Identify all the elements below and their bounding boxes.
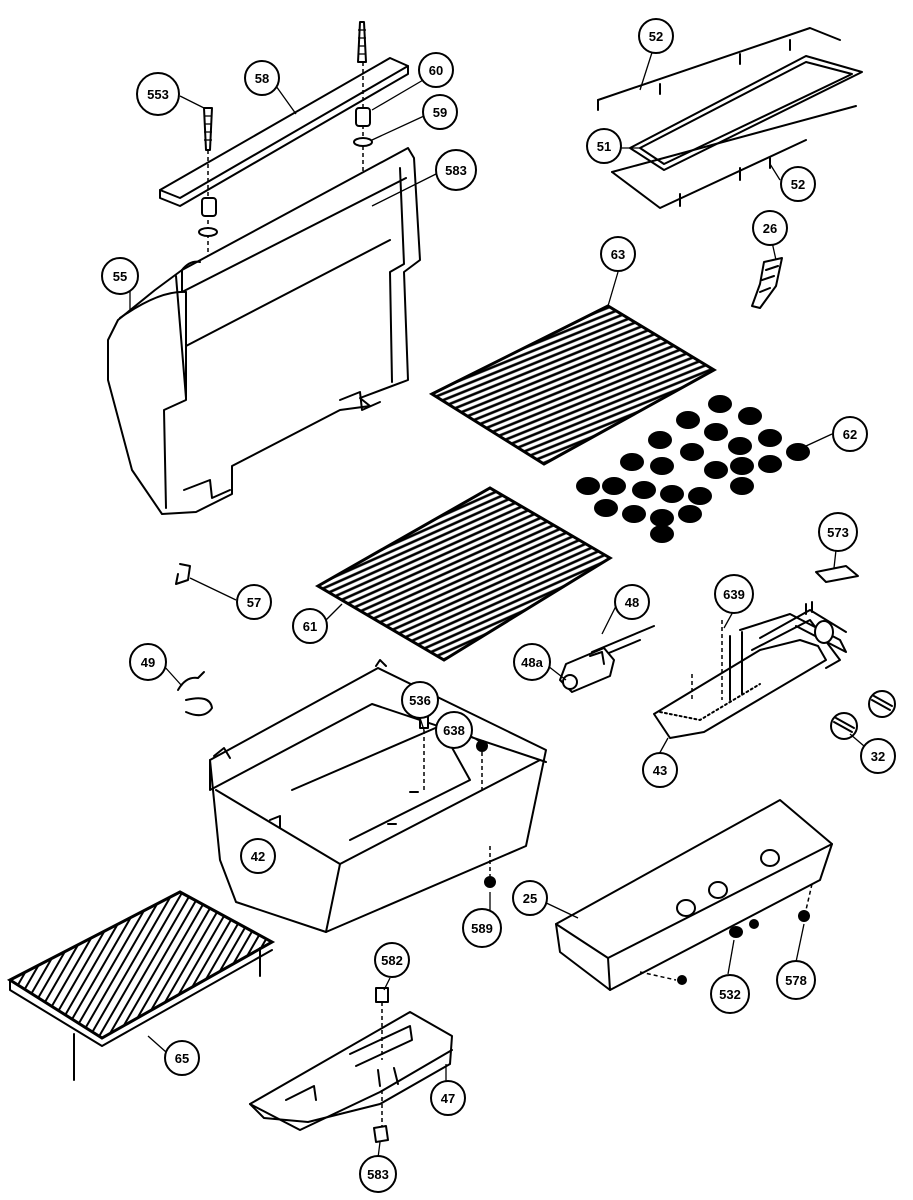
callout-532: 532	[710, 974, 750, 1014]
control-knobs	[830, 690, 896, 740]
callout-label: 553	[147, 87, 169, 102]
callout-43: 43	[642, 752, 678, 788]
spring-clip	[177, 671, 213, 717]
callout-42: 42	[240, 838, 276, 874]
callout-55: 55	[101, 257, 139, 295]
callout-61: 61	[292, 608, 328, 644]
lid-body	[107, 147, 421, 515]
callout-49: 49	[129, 643, 167, 681]
callout-label: 61	[303, 619, 317, 634]
callout-label: 51	[597, 139, 611, 154]
callout-573: 573	[818, 512, 858, 552]
callout-label: 48a	[521, 655, 543, 670]
callout-label: 48	[625, 595, 639, 610]
callout-label: 639	[723, 587, 745, 602]
callout-589: 589	[462, 908, 502, 948]
callout-47: 47	[430, 1080, 466, 1116]
callout-label: 59	[433, 105, 447, 120]
callout-label: 43	[653, 763, 667, 778]
callout-638: 638	[435, 711, 473, 749]
mounting-bracket	[249, 987, 453, 1143]
callout-51: 51	[586, 128, 622, 164]
callout-label: 52	[791, 177, 805, 192]
callout-label: 583	[445, 163, 467, 178]
callout-639: 639	[714, 574, 754, 614]
callout-label: 573	[827, 525, 849, 540]
burner	[653, 601, 847, 739]
washer	[198, 227, 218, 237]
callout-32: 32	[860, 738, 896, 774]
cooking-grate-lower	[315, 486, 613, 662]
spacer	[355, 107, 371, 127]
callout-label: 52	[649, 29, 663, 44]
gas-valve	[559, 625, 655, 693]
callout-label: 63	[611, 247, 625, 262]
callout-label: 47	[441, 1091, 455, 1106]
callout-label: 578	[785, 973, 807, 988]
callout-57: 57	[236, 584, 272, 620]
callout-label: 638	[443, 723, 465, 738]
callout-63: 63	[600, 236, 636, 272]
rack-rail-top	[597, 27, 841, 101]
callout-label: 583	[367, 1167, 389, 1182]
callout-65: 65	[164, 1040, 200, 1076]
callout-label: 49	[141, 655, 155, 670]
callout-label: 32	[871, 749, 885, 764]
callout-60: 60	[418, 52, 454, 88]
callout-58: 58	[244, 60, 280, 96]
briquettes	[576, 395, 810, 543]
spacer	[201, 197, 217, 217]
control-panel	[555, 799, 833, 991]
callout-553: 553	[136, 72, 180, 116]
callout-label: 60	[429, 63, 443, 78]
callout-48: 48	[614, 584, 650, 620]
washer	[353, 137, 373, 147]
callout-label: 55	[113, 269, 127, 284]
lid-assembly	[107, 21, 421, 515]
callout-label: 62	[843, 427, 857, 442]
callout-59: 59	[422, 94, 458, 130]
callout-48a: 48a	[513, 643, 551, 681]
callout-label: 25	[523, 891, 537, 906]
callout-25: 25	[512, 880, 548, 916]
callout-label: 582	[381, 953, 403, 968]
callout-62: 62	[832, 416, 868, 452]
callout-label: 536	[409, 693, 431, 708]
lower-shelf-rack	[6, 890, 276, 1081]
callout-label: 532	[719, 987, 741, 1002]
callout-52: 52	[780, 166, 816, 202]
firebox	[209, 659, 547, 933]
callout-label: 57	[247, 595, 261, 610]
callout-582: 582	[374, 942, 410, 978]
rack-rail-bottom	[611, 105, 857, 173]
callout-label: 42	[251, 849, 265, 864]
callout-536: 536	[401, 681, 439, 719]
warming-rack	[597, 27, 863, 209]
rack-plate	[629, 55, 863, 171]
callout-583: 583	[359, 1155, 397, 1193]
handle-screw	[357, 21, 367, 63]
cooking-grate-upper	[428, 304, 717, 466]
callout-label: 26	[763, 221, 777, 236]
igniter	[751, 257, 783, 309]
handle-bolt	[203, 107, 213, 151]
clip	[175, 563, 191, 585]
callout-583: 583	[435, 149, 477, 191]
callout-26: 26	[752, 210, 788, 246]
bracket	[815, 565, 859, 583]
fastener	[375, 987, 389, 1003]
callout-label: 58	[255, 71, 269, 86]
callout-label: 65	[175, 1051, 189, 1066]
callout-578: 578	[776, 960, 816, 1000]
callout-52: 52	[638, 18, 674, 54]
callout-label: 589	[471, 921, 493, 936]
